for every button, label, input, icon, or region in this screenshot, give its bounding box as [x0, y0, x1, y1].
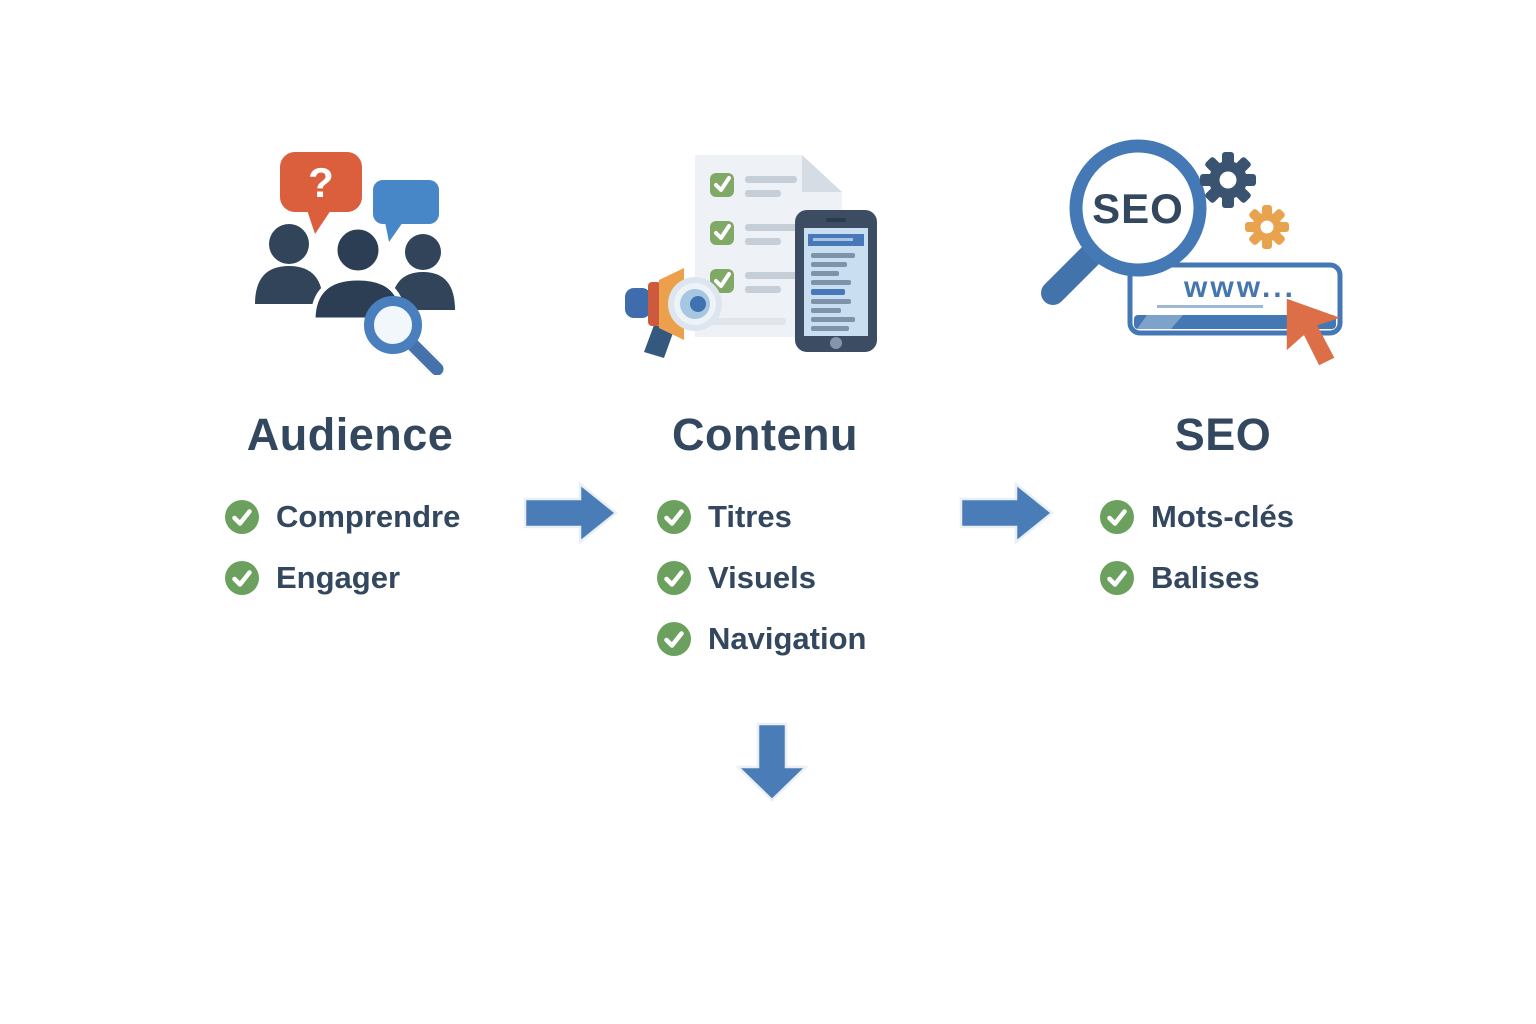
contenu-item-list: Titres Visuels Navigation — [657, 500, 866, 656]
checklist-row — [710, 221, 797, 245]
seo-magnifier-icon: SEO — [1069, 139, 1207, 277]
list-item: Titres — [657, 500, 866, 534]
right-arrow-icon — [523, 481, 618, 545]
smartphone-icon — [795, 210, 877, 352]
audience-item-list: Comprendre Engager — [225, 500, 460, 595]
list-item: Visuels — [657, 561, 866, 595]
checklist-row — [710, 269, 797, 293]
check-circle-icon — [657, 561, 691, 595]
gear-icon — [1245, 205, 1289, 249]
question-mark-glyph: ? — [308, 159, 334, 206]
url-text: www... — [1183, 271, 1296, 304]
audience-people-icon: ? — [255, 152, 455, 376]
content-checklist-icon — [625, 155, 877, 358]
column-title-audience: Audience — [246, 409, 454, 460]
user-silhouette-icon — [255, 224, 323, 304]
list-item: Comprendre — [225, 500, 460, 534]
item-label: Comprendre — [276, 499, 461, 534]
megaphone-icon — [625, 268, 722, 358]
magnifier-handle — [1041, 244, 1102, 305]
column-title-contenu: Contenu — [672, 409, 858, 460]
column-title-seo: SEO — [1174, 409, 1272, 460]
list-item: Engager — [225, 561, 460, 595]
speech-bubble-icon — [373, 180, 439, 242]
right-arrow-icon — [959, 481, 1054, 545]
check-circle-icon — [1100, 561, 1134, 595]
check-circle-icon — [1100, 500, 1134, 534]
list-item: Balises — [1100, 561, 1294, 595]
content-icon — [612, 140, 897, 380]
down-arrow-icon — [736, 722, 808, 802]
seo-item-list: Mots-clés Balises — [1100, 500, 1294, 595]
gear-icon — [1200, 152, 1256, 208]
item-label: Mots-clés — [1151, 499, 1294, 534]
item-label: Engager — [276, 560, 401, 595]
audience-icon: ? — [245, 140, 460, 376]
check-circle-icon — [657, 622, 691, 656]
seo-search-icon: www... SEO — [1041, 139, 1343, 366]
item-label: Visuels — [708, 560, 817, 595]
item-label: Balises — [1151, 560, 1260, 595]
check-circle-icon — [225, 561, 259, 595]
seo-icon: www... SEO — [1035, 135, 1355, 375]
item-label: Navigation — [708, 621, 867, 656]
item-label: Titres — [708, 499, 792, 534]
checklist-row — [710, 173, 797, 197]
question-speech-bubble-icon: ? — [280, 152, 362, 234]
seo-label: SEO — [1092, 185, 1184, 232]
check-circle-icon — [657, 500, 691, 534]
list-item: Navigation — [657, 622, 866, 656]
list-item: Mots-clés — [1100, 500, 1294, 534]
magnifier-icon — [364, 296, 444, 376]
cursor-arrow-icon — [1286, 298, 1340, 366]
check-circle-icon — [225, 500, 259, 534]
